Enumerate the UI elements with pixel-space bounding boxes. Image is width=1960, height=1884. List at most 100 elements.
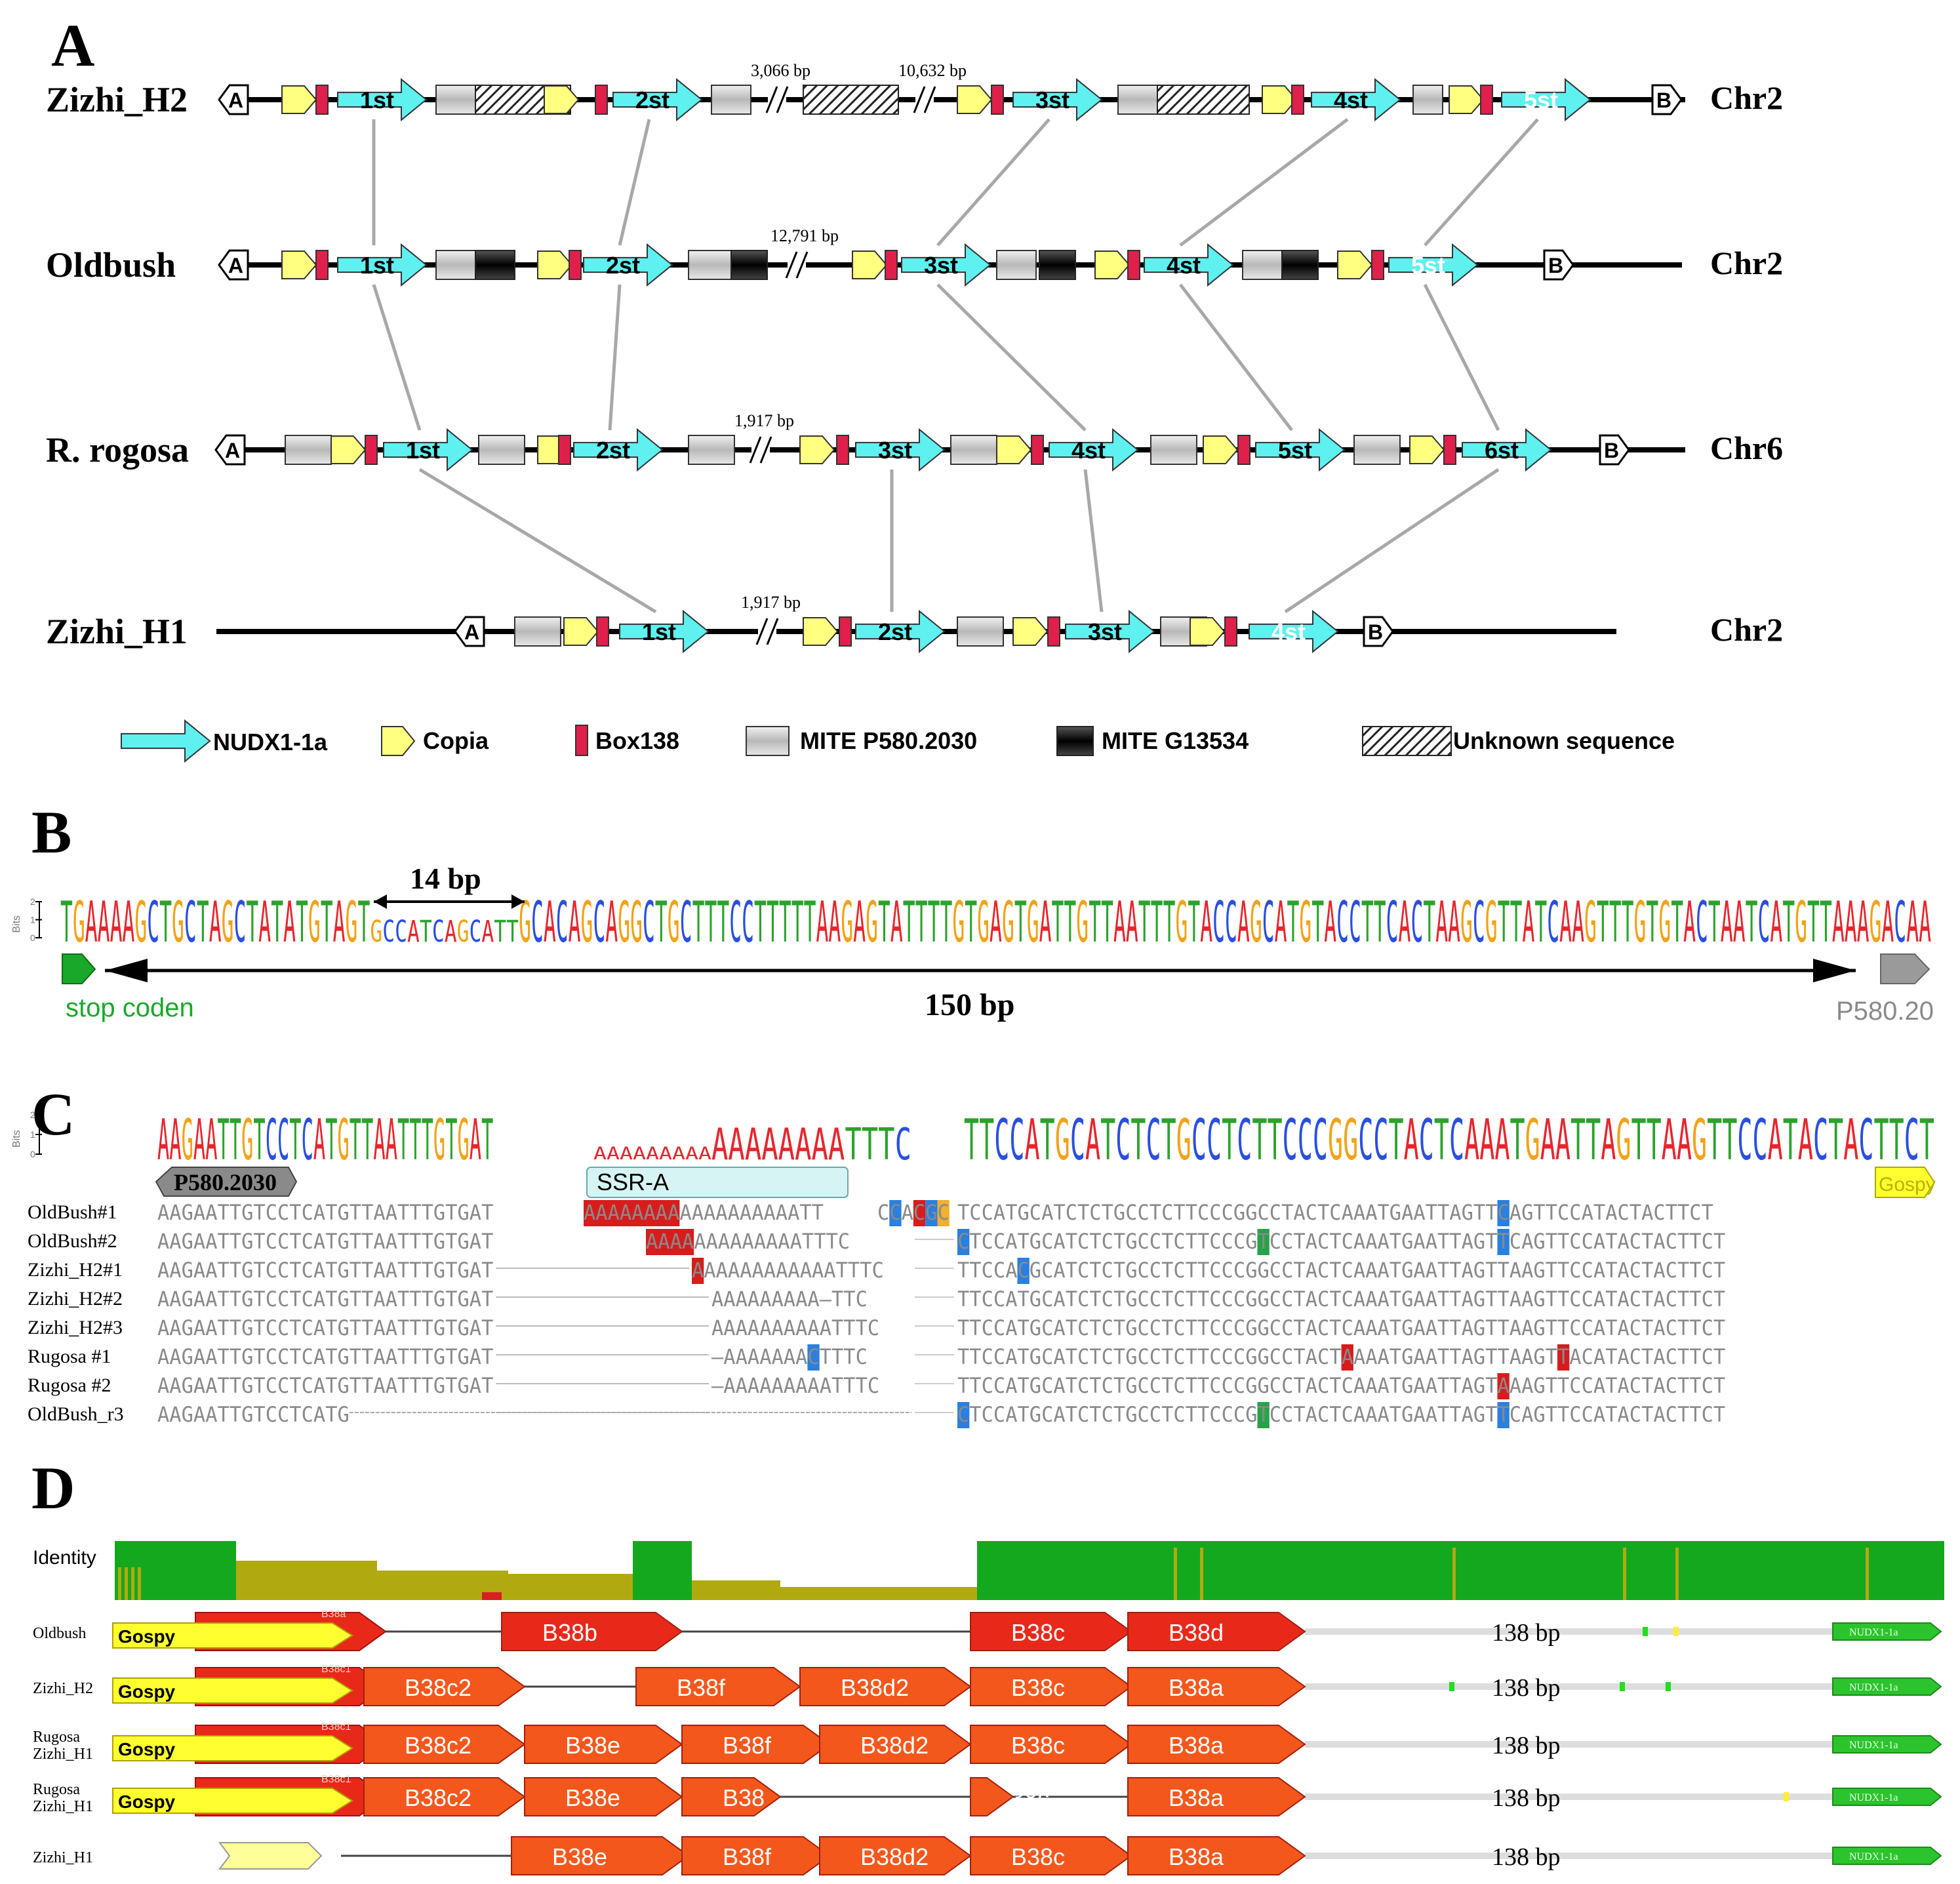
ssr-a-feature	[586, 1167, 849, 1198]
alignment-highlight	[957, 1402, 970, 1428]
b38-gene-label: B38e	[565, 1784, 620, 1811]
alignment-seq: –AAAAAAAAATTTC	[711, 1373, 879, 1398]
chromosome-label: Chr2	[1710, 79, 1783, 116]
p580-feature	[155, 1167, 298, 1197]
copia-arrow	[1094, 251, 1130, 279]
box138-block	[1047, 616, 1060, 647]
panel-d-row-label: Zizhi_H1	[33, 1849, 93, 1866]
nudx-arrow	[855, 609, 946, 654]
break-slash	[923, 86, 936, 113]
b38-gene-arrow	[363, 1667, 526, 1706]
break-slash	[913, 86, 926, 113]
b38-gene-arrow	[1127, 1777, 1306, 1816]
identity-gap	[780, 1541, 977, 1587]
break-slash	[766, 618, 779, 645]
identity-dip	[131, 1567, 134, 1600]
copia-arrow	[803, 617, 839, 646]
break-length-label: 1,917 bp	[734, 411, 794, 430]
identity-dip	[275, 1567, 279, 1600]
box138-block	[991, 85, 1004, 115]
alignment-row-label: Zizhi_H2#2	[28, 1288, 123, 1310]
nudx-end-arrow	[1832, 1847, 1942, 1865]
nudx-gene-label: 5st	[1411, 252, 1445, 279]
nudx-arrow	[1255, 428, 1346, 472]
legend-copia-swatch	[381, 726, 416, 756]
panel-d-row-label2: Zizhi_H1	[33, 1798, 93, 1815]
identity-dip	[328, 1567, 331, 1600]
stop-coden-marker	[62, 953, 96, 984]
bits-axis-tick-label: 0	[30, 932, 35, 943]
logo-c-segment: AAAAAAAAA	[593, 1144, 711, 1164]
b38-gene-arrow	[681, 1836, 831, 1875]
box138-block	[1443, 435, 1456, 465]
span-14bp-arrowhead	[511, 894, 525, 909]
nudx-gene-label: 3st	[924, 252, 958, 279]
nudx-gene-label: 4st	[1167, 252, 1201, 279]
nudx-arrow	[1065, 609, 1155, 654]
nudx-gene-label: 5st	[1278, 437, 1312, 464]
box138-block	[569, 250, 582, 280]
box138-block	[558, 435, 571, 465]
b38-gene-label: 38c	[1011, 1784, 1049, 1811]
nudx-arrow	[1462, 428, 1552, 472]
copia-arrow	[799, 435, 835, 464]
identity-high-segment	[633, 1541, 692, 1600]
alignment-seq: AAAAAAAAAAAATTTC	[692, 1258, 884, 1283]
legend-mite-p-swatch	[746, 726, 790, 756]
copia-arrow	[1190, 617, 1226, 646]
mite-p580-block	[688, 250, 732, 280]
alignment-seq: TTCCATGCATCTCTGCCTCTTCCCGGCCTACTCAAATGAA…	[957, 1373, 1725, 1398]
legend-mite-p-label: MITE P580.2030	[800, 727, 977, 754]
mite-p580-block	[711, 85, 751, 115]
mite-p580-block	[1150, 435, 1197, 465]
nudx-gene-label: 2st	[878, 618, 912, 645]
b38-gene-label: B38a	[1169, 1674, 1224, 1701]
identity-dip	[308, 1567, 311, 1600]
mite-p580-block	[435, 250, 476, 280]
b38-gene-arrow	[799, 1667, 972, 1706]
nudx-arrow	[1049, 428, 1139, 472]
synteny-link	[1284, 468, 1500, 614]
b38-gene-label: B38c2	[405, 1732, 471, 1759]
nudx-arrow	[1388, 243, 1479, 287]
logo-c-segment: AAAAAAAATTTC	[711, 1119, 911, 1170]
b38-gene-arrow	[1127, 1725, 1306, 1764]
nudx-arrow	[855, 428, 946, 472]
identity-dip	[1623, 1548, 1626, 1600]
b38-gene-label: B38c2	[405, 1784, 471, 1811]
alignment-highlight	[1497, 1402, 1510, 1428]
box138-block	[596, 616, 609, 647]
identity-dip	[321, 1567, 325, 1600]
break-length-label: 12,791 bp	[770, 226, 839, 245]
b38-gene-label: B38e	[552, 1843, 607, 1870]
b38-gene-arrow	[363, 1777, 526, 1816]
alignment-seq: AAGAATTGTCCTCATGTTAATTTGTGAT	[157, 1344, 493, 1369]
end-marker	[1543, 249, 1574, 281]
p580-marker	[1880, 953, 1930, 984]
ssr-a-feature-label: SSR-A	[597, 1169, 669, 1195]
b38-gene-label: B38d2	[860, 1732, 929, 1759]
identity-low-segment	[508, 1574, 639, 1600]
alignment-seq: AAGAATTGTCCTCATGTTAATTTGTGAT	[157, 1229, 493, 1254]
alignment-seq: AAAAAAAAAAAAATTTC	[646, 1229, 850, 1254]
alignment-row-label: Rugosa #2	[28, 1374, 111, 1396]
alignment-seq: AAAAAAAAAATTTC	[711, 1315, 879, 1340]
nudx-arrow	[1012, 77, 1103, 122]
box138-block	[885, 250, 898, 280]
copia-arrow	[1449, 85, 1485, 114]
end-marker	[1599, 434, 1630, 466]
identity-dip	[118, 1567, 121, 1600]
panel-d-row-label: Rugosa	[33, 1781, 80, 1798]
legend-copia-label: Copia	[423, 727, 489, 754]
end-marker-label: A	[464, 620, 479, 644]
gospy-feature	[1875, 1167, 1936, 1198]
alignment-row-label: OldBush#1	[28, 1201, 117, 1223]
box138-block	[365, 435, 378, 465]
identity-dip	[1200, 1548, 1203, 1600]
end-marker	[214, 434, 246, 466]
